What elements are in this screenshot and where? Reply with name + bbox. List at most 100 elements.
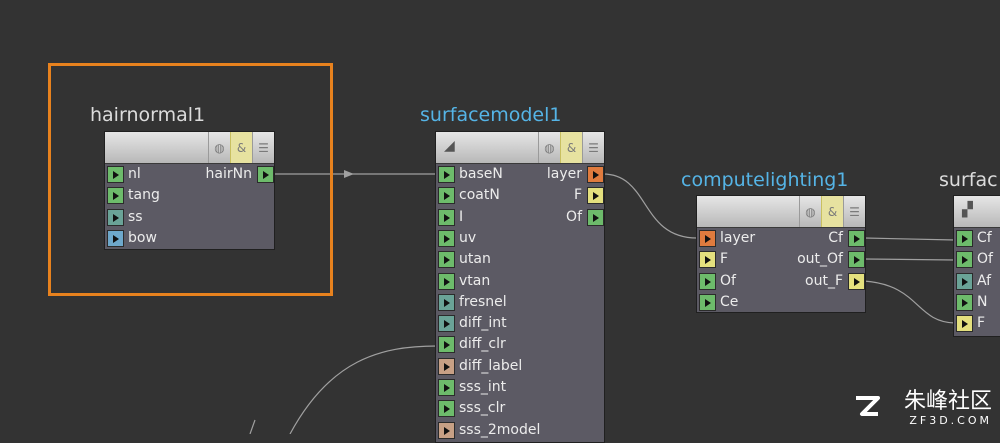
input-port-Ce[interactable]	[699, 293, 716, 311]
globe-icon[interactable]: ◍	[799, 196, 821, 227]
node-title-hairnormal: hairnormal1	[90, 104, 206, 126]
output-label: out_F	[805, 272, 843, 289]
input-label: diff_int	[459, 315, 507, 332]
wire-layer-to-layer	[602, 173, 698, 239]
input-port-F[interactable]	[699, 251, 716, 269]
input-port-diff_label[interactable]	[438, 357, 455, 375]
input-port-Of[interactable]	[956, 251, 973, 269]
globe-icon[interactable]: ◍	[538, 132, 560, 163]
input-label: ss	[128, 208, 143, 225]
node-header[interactable]: ▞	[954, 196, 1000, 228]
input-label: Of	[720, 272, 736, 289]
output-label: layer	[546, 166, 582, 182]
input-port-Of[interactable]	[699, 272, 716, 290]
output-port-out_Of[interactable]	[848, 251, 865, 269]
node-header[interactable]: ◢ ◍ & ☰	[436, 132, 604, 164]
input-label: fresnel	[459, 293, 507, 310]
wire-arrow-icon	[344, 170, 354, 178]
input-port-diff_clr[interactable]	[438, 336, 455, 354]
node-header[interactable]: ◍ & ☰	[105, 132, 274, 164]
output-port-F[interactable]	[587, 187, 604, 205]
input-label: baseN	[459, 166, 503, 182]
input-port-F[interactable]	[956, 315, 973, 333]
input-label: Of	[977, 251, 993, 268]
input-port-baseN[interactable]	[438, 166, 455, 183]
input-port-sss_int[interactable]	[438, 379, 455, 396]
output-port-Cf[interactable]	[848, 230, 865, 247]
input-label: bow	[128, 229, 157, 246]
checker-flag-icon: ▞	[962, 202, 973, 218]
input-label: diff_label	[459, 357, 523, 374]
input-port-utan[interactable]	[438, 251, 455, 269]
menu-icon[interactable]: ☰	[843, 196, 865, 227]
input-port-N[interactable]	[956, 293, 973, 311]
connection-wires	[249, 170, 956, 434]
input-port-fresnel[interactable]	[438, 293, 455, 311]
lock-icon[interactable]: &	[560, 132, 582, 163]
watermark: 朱峰社区 ZF3D.COM	[904, 390, 992, 428]
globe-icon[interactable]: ◍	[208, 132, 230, 163]
wire-lower-left	[249, 419, 256, 434]
input-port-nl[interactable]	[107, 166, 124, 183]
wire-Cf-to-Cf	[863, 237, 956, 241]
lock-icon[interactable]: &	[821, 196, 843, 227]
input-label: diff_clr	[459, 336, 506, 353]
wire-to-diff-clr	[289, 345, 438, 434]
input-port-Af[interactable]	[956, 272, 973, 290]
input-port-sss_2model[interactable]	[438, 421, 455, 439]
output-port-hairNn[interactable]	[257, 166, 274, 183]
input-port-uv[interactable]	[438, 229, 455, 247]
input-label: layer	[720, 230, 756, 246]
input-port-bow[interactable]	[107, 229, 124, 247]
menu-icon[interactable]: ☰	[582, 132, 604, 163]
input-label: utan	[459, 251, 491, 268]
output-label: F	[573, 187, 582, 204]
node-header[interactable]: ◍ & ☰	[697, 196, 865, 228]
input-port-Cf[interactable]	[956, 230, 973, 247]
input-port-tang[interactable]	[107, 187, 124, 205]
input-label: N	[977, 293, 988, 310]
watermark-cn: 朱峰社区	[903, 389, 992, 414]
zf3d-logo-icon	[856, 396, 880, 416]
output-label: out_Of	[797, 251, 843, 268]
input-label: Af	[977, 272, 992, 289]
node-title-computelighting: computelighting1	[681, 169, 849, 191]
output-port-Of[interactable]	[587, 208, 604, 226]
input-label: uv	[459, 229, 477, 246]
input-port-diff_int[interactable]	[438, 315, 455, 333]
input-port-coatN[interactable]	[438, 187, 455, 205]
selection-box	[48, 63, 333, 296]
node-title-surfacemodel: surfacemodel1	[420, 104, 562, 126]
input-label: sss_int	[459, 379, 507, 395]
watermark-url: ZF3D.COM	[909, 414, 992, 427]
output-label: hairNn	[205, 166, 252, 182]
input-label: sss_2model	[459, 421, 541, 438]
input-label: I	[459, 208, 464, 225]
output-port-out_F[interactable]	[848, 272, 865, 290]
input-port-ss[interactable]	[107, 208, 124, 226]
wire-outOf-to-Of	[863, 258, 956, 261]
shader-icon: ◢	[444, 138, 455, 154]
input-label: tang	[128, 187, 160, 204]
input-label: coatN	[459, 187, 500, 204]
input-label: Cf	[977, 230, 992, 246]
input-label: F	[720, 251, 729, 268]
input-label: nl	[128, 166, 141, 182]
input-label: F	[977, 315, 986, 332]
lock-icon[interactable]: &	[230, 132, 252, 163]
output-label: Of	[566, 208, 582, 225]
input-port-sss_clr[interactable]	[438, 400, 455, 418]
node-hairnormal[interactable]: ◍ & ☰ nl tang ss bow hairNn	[104, 131, 275, 250]
input-label: Ce	[720, 293, 739, 310]
output-port-layer[interactable]	[587, 166, 604, 183]
menu-icon[interactable]: ☰	[252, 132, 274, 163]
wire-outF-to-F	[863, 280, 956, 324]
node-title-surface-output: surfac	[939, 169, 998, 191]
input-port-layer[interactable]	[699, 230, 716, 247]
input-port-I[interactable]	[438, 208, 455, 226]
input-port-vtan[interactable]	[438, 272, 455, 290]
output-label: Cf	[828, 230, 843, 246]
